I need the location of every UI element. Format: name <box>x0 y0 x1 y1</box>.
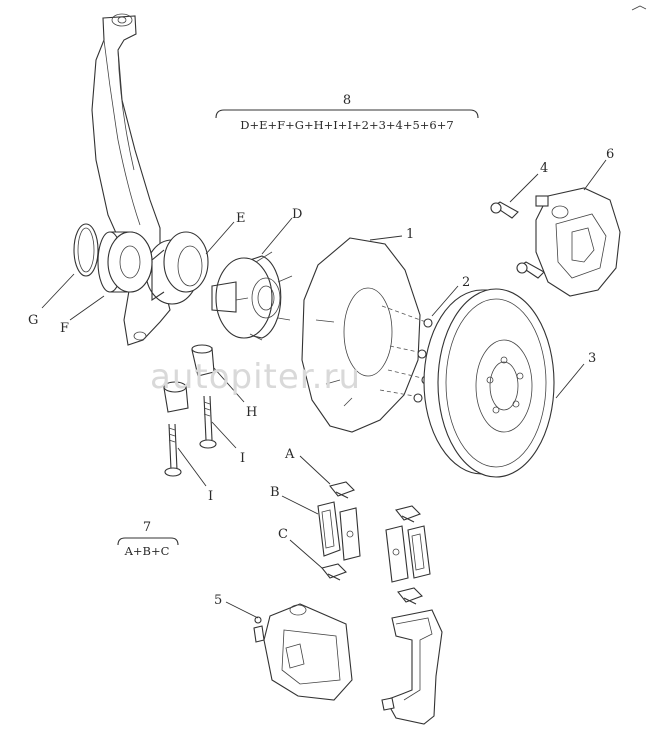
part-b-brake-pads <box>317 501 431 583</box>
part-6-caliper-assembly <box>535 187 621 297</box>
assembly-8-number: 8 <box>343 93 351 108</box>
label-part-e: E <box>236 211 246 226</box>
part-g-snap-ring <box>73 223 99 277</box>
caliper-bracket <box>381 609 443 725</box>
assembly-8-formula: D+E+F+G+H+I+I+2+3+4+5+6+7 <box>240 118 453 132</box>
assembly-8-bracket <box>215 109 479 119</box>
part-c-pad-clip-right-lower <box>397 587 423 605</box>
steering-knuckle <box>91 13 199 346</box>
label-part-c: C <box>278 527 288 542</box>
label-part-h: H <box>246 405 257 420</box>
label-part-1: 1 <box>406 227 414 242</box>
label-part-d: D <box>292 207 302 222</box>
part-3-brake-disc <box>423 288 555 478</box>
label-part-2: 2 <box>462 275 470 290</box>
corner-mark <box>631 5 647 11</box>
label-part-g: G <box>28 313 38 328</box>
label-part-6: 6 <box>606 147 614 162</box>
part-a-pad-clip-upper <box>329 481 355 499</box>
part-i-bolts <box>164 395 217 477</box>
part-4-caliper-bolts <box>490 201 545 279</box>
label-part-i-lower: I <box>208 489 213 504</box>
label-part-f: F <box>60 321 69 336</box>
part-e-bearing-sleeve <box>151 231 209 302</box>
watermark: autopiter.ru <box>150 357 361 397</box>
label-part-b: B <box>270 485 280 500</box>
leader-lines <box>41 159 607 619</box>
assembly-8-callout: 8 D+E+F+G+H+I+I+2+3+4+5+6+7 <box>215 93 479 132</box>
label-part-5: 5 <box>214 593 222 608</box>
assembly-7-callout: 7 A+B+C <box>117 520 179 558</box>
part-f-bearing <box>97 231 153 293</box>
caliper-housing <box>263 603 353 701</box>
assembly-7-bracket <box>117 537 179 546</box>
label-part-a: A <box>284 447 295 462</box>
label-part-i-upper: I <box>240 451 245 466</box>
part-d-wheel-hub <box>211 251 293 341</box>
part-5-bleeder-screw <box>253 616 265 643</box>
part-c-pad-clip-lower <box>321 563 347 581</box>
part-h-hub-bolt-boss <box>163 344 215 413</box>
assembly-7-number: 7 <box>143 520 151 535</box>
part-labels: 1 2 3 4 5 6 A B C D E F G H I I <box>28 147 614 608</box>
assembly-7-formula: A+B+C <box>124 544 170 558</box>
label-part-3: 3 <box>588 351 596 366</box>
part-1-dust-shield <box>301 237 427 433</box>
part-a-pad-clip-right-upper <box>395 505 421 523</box>
label-part-4: 4 <box>540 161 548 176</box>
